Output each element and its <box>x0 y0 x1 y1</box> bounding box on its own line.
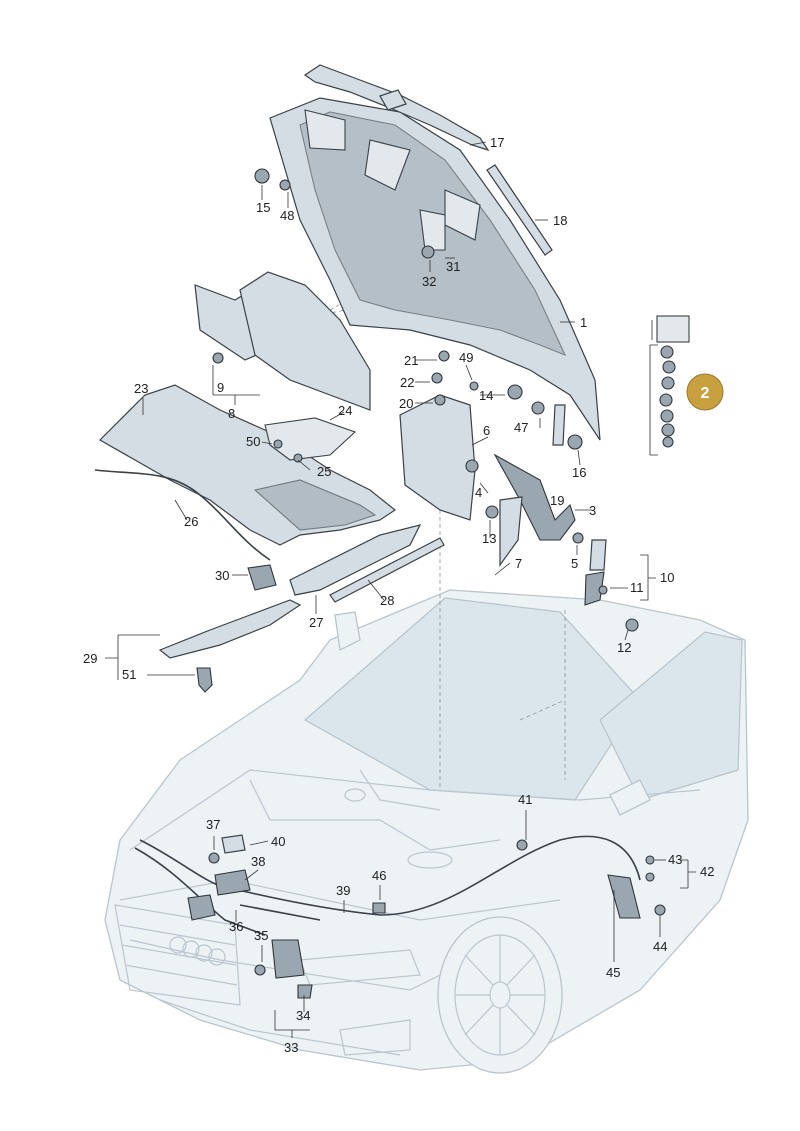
kit-badge: 2 <box>686 373 724 411</box>
hood-seal-strip <box>303 64 490 152</box>
brand-rings <box>169 936 226 966</box>
callout-20: 20 <box>399 396 413 411</box>
callout-1: 1 <box>580 315 587 330</box>
callout-12: 12 <box>617 640 631 655</box>
callout-29: 29 <box>83 651 97 666</box>
callout-34: 34 <box>296 1008 310 1023</box>
callout-31: 31 <box>446 259 460 274</box>
callout-50: 50 <box>246 434 260 449</box>
callout-42: 42 <box>700 864 714 879</box>
side-mirror <box>609 779 651 816</box>
callout-40: 40 <box>271 834 285 849</box>
callout-11: 11 <box>630 580 644 595</box>
gas-strut <box>584 539 607 606</box>
callout-35: 35 <box>254 928 268 943</box>
car-body <box>104 589 749 1074</box>
callout-36: 36 <box>229 919 243 934</box>
hood-panel <box>269 97 601 441</box>
callout-38: 38 <box>251 854 265 869</box>
callout-18: 18 <box>553 213 567 228</box>
hood-rubber-seal <box>486 164 553 256</box>
callout-32: 32 <box>422 274 436 289</box>
callout-9: 9 <box>217 380 224 395</box>
plenum-panel <box>99 384 397 546</box>
callout-41: 41 <box>518 792 532 807</box>
callout-labels: 1 3 4 5 6 7 8 9 10 11 12 13 14 15 16 17 … <box>83 135 714 1055</box>
callout-7: 7 <box>515 556 522 571</box>
callout-8: 8 <box>228 406 235 421</box>
callout-45: 45 <box>606 965 620 980</box>
callout-49: 49 <box>459 350 473 365</box>
callout-27: 27 <box>309 615 323 630</box>
plenum-seal <box>94 469 271 561</box>
part-51-clip <box>196 667 213 693</box>
callout-5: 5 <box>571 556 578 571</box>
callout-23: 23 <box>134 381 148 396</box>
callout-21: 21 <box>404 353 418 368</box>
callout-16: 16 <box>572 465 586 480</box>
callout-25: 25 <box>317 464 331 479</box>
callout-26: 26 <box>184 514 198 529</box>
callout-24: 24 <box>338 403 352 418</box>
release-cables <box>134 835 641 936</box>
callout-14: 14 <box>479 388 493 403</box>
mirror-outline <box>334 611 361 651</box>
callout-39: 39 <box>336 883 350 898</box>
callout-4: 4 <box>475 485 482 500</box>
leader-lines <box>105 141 696 1038</box>
front-wheel <box>437 916 563 1074</box>
callout-28: 28 <box>380 593 394 608</box>
insulation-mat <box>194 271 371 411</box>
callout-6: 6 <box>483 423 490 438</box>
callout-51: 51 <box>122 667 136 682</box>
callout-33: 33 <box>284 1040 298 1055</box>
fastener-kit <box>656 315 690 448</box>
part-30-block <box>247 564 277 591</box>
callout-46: 46 <box>372 868 386 883</box>
callout-44: 44 <box>653 939 667 954</box>
callout-19: 19 <box>550 493 564 508</box>
fasteners <box>212 168 671 632</box>
callout-10: 10 <box>660 570 674 585</box>
callout-37: 37 <box>206 817 220 832</box>
hood-hinge-assembly <box>399 394 576 567</box>
callout-3: 3 <box>589 503 596 518</box>
callout-22: 22 <box>400 375 414 390</box>
callout-15: 15 <box>256 200 270 215</box>
trim-pieces <box>158 524 445 659</box>
callout-30: 30 <box>215 568 229 583</box>
callout-17: 17 <box>490 135 504 150</box>
callout-13: 13 <box>482 531 496 546</box>
latch-parts <box>187 834 666 999</box>
callout-47: 47 <box>514 420 528 435</box>
callout-43: 43 <box>668 852 682 867</box>
callout-48: 48 <box>280 208 294 223</box>
badge-label: 2 <box>701 385 710 402</box>
